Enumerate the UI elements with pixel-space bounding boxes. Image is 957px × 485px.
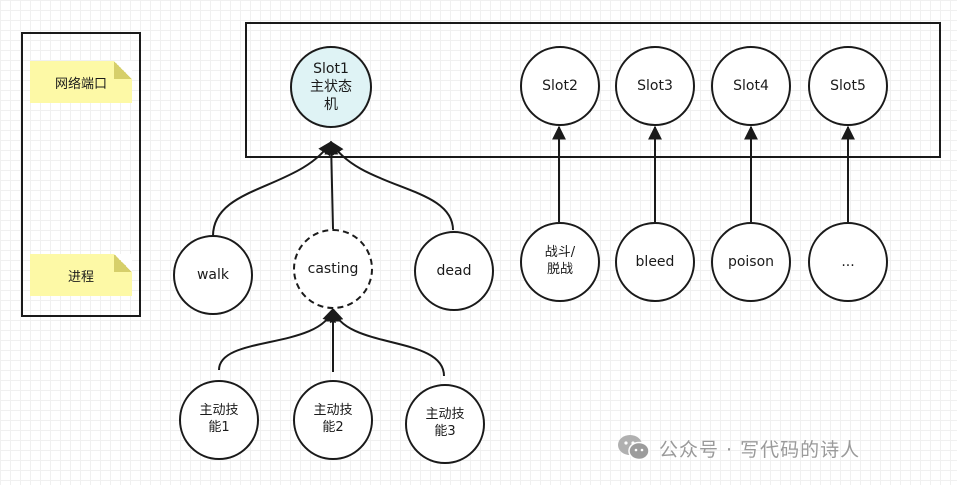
- state-casting-label: casting: [307, 260, 359, 277]
- legend-network-port-label: 网络端口: [54, 76, 107, 92]
- slot4-label: Slot4: [733, 77, 769, 94]
- edge-skill1-to-casting: [218, 307, 336, 371]
- state-walk-label: walk: [196, 266, 230, 283]
- legend-process-note: 进程: [30, 254, 132, 296]
- edge-casting-to-slot1: [324, 140, 339, 230]
- skill2-label: 主动技 能2: [313, 403, 353, 435]
- edge-dead-to-slot1: [330, 140, 454, 231]
- state-casting-node: casting: [293, 229, 373, 309]
- condition-combat-node: 战斗/ 脱战: [520, 222, 600, 302]
- edge-skill3-to-casting: [329, 307, 445, 377]
- state-dead-label: dead: [436, 262, 472, 279]
- condition-bleed-label: bleed: [635, 253, 675, 270]
- skill3-label: 主动技 能3: [425, 407, 465, 439]
- legend-network-port-note: 网络端口: [30, 61, 132, 103]
- condition-poison-label: poison: [727, 253, 775, 270]
- watermark: 公众号 · 写代码的诗人: [617, 428, 937, 468]
- note-fold-icon: [114, 254, 132, 272]
- condition-more-node: ...: [808, 222, 888, 302]
- legend-panel: [21, 32, 141, 317]
- note-fold-icon: [114, 61, 132, 79]
- skill1-node: 主动技 能1: [179, 380, 259, 460]
- condition-combat-label: 战斗/ 脱战: [544, 245, 576, 277]
- slot5-label: Slot5: [830, 77, 866, 94]
- slot1-main-state-machine-node: Slot1 主状态 机: [290, 46, 372, 128]
- slot3-node: Slot3: [615, 46, 695, 126]
- slot5-node: Slot5: [808, 46, 888, 126]
- condition-bleed-node: bleed: [615, 222, 695, 302]
- slot2-label: Slot2: [542, 77, 578, 94]
- slot4-node: Slot4: [711, 46, 791, 126]
- state-walk-node: walk: [173, 235, 253, 315]
- slots-container: [245, 22, 941, 158]
- wechat-icon: [618, 435, 650, 461]
- legend-process-label: 进程: [67, 269, 94, 285]
- condition-poison-node: poison: [711, 222, 791, 302]
- condition-more-label: ...: [841, 253, 855, 270]
- slot2-node: Slot2: [520, 46, 600, 126]
- skill1-label: 主动技 能1: [199, 403, 239, 435]
- slot1-label: Slot1 主状态 机: [310, 60, 352, 114]
- slot3-label: Slot3: [637, 77, 673, 94]
- skill2-node: 主动技 能2: [293, 380, 373, 460]
- edge-walk-to-slot1: [212, 140, 332, 237]
- watermark-text: 公众号 · 写代码的诗人: [659, 438, 861, 461]
- state-dead-node: dead: [414, 231, 494, 311]
- skill3-node: 主动技 能3: [405, 384, 485, 464]
